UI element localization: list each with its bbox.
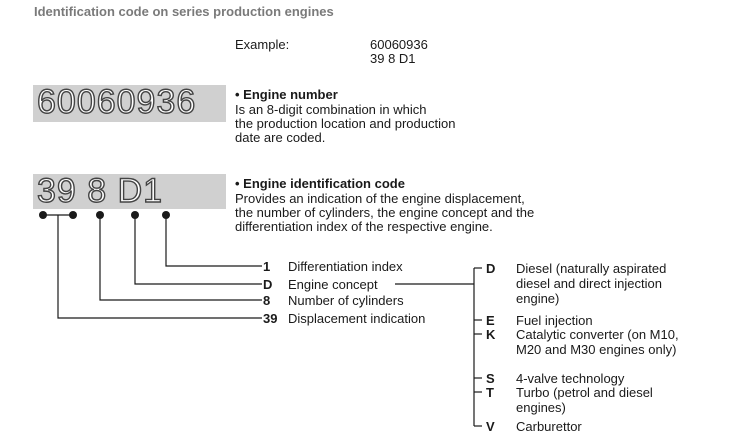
dot-8: [96, 211, 104, 219]
concept-T-line1: Turbo (petrol and diesel: [516, 385, 653, 400]
engine-number-display: 60060936: [33, 85, 226, 122]
concept-E-line1: Fuel injection: [516, 313, 593, 328]
engine-id-code-display: 39 8 D1: [33, 174, 226, 209]
legend-code-39: 39: [263, 311, 278, 326]
legend-label-D: Engine concept: [288, 277, 380, 292]
concept-code-S: S: [486, 371, 495, 386]
engine-id-code-desc-3: differentiation index of the respective …: [235, 219, 493, 234]
concept-code-K: K: [486, 327, 496, 342]
legend-label-39: Displacement indication: [288, 311, 426, 326]
legend-label-1: Differentiation index: [288, 259, 403, 274]
legend-label-8: Number of cylinders: [288, 293, 404, 308]
concept-code-E: E: [486, 313, 495, 328]
dot-D: [131, 211, 139, 219]
concept-T-line2: engines): [516, 400, 566, 415]
legend-code-1: 1: [263, 259, 271, 274]
concept-K-line1: Catalytic converter (on M10,: [516, 327, 679, 342]
example-value-line1: 60060936: [370, 37, 428, 52]
leader-line-1: [165, 215, 262, 267]
engine-number-desc-1: Is an 8-digit combination in which: [235, 102, 427, 117]
concept-V-line1: Carburettor: [516, 419, 582, 434]
engine-id-code-desc-2: the number of cylinders, the engine conc…: [235, 205, 535, 220]
engine-number-title: • Engine number: [235, 87, 338, 102]
dot-39-b: [69, 211, 77, 219]
concept-D-line2: diesel and direct injection: [516, 276, 662, 291]
concept-code-T: T: [486, 385, 494, 400]
concept-K-line2: M20 and M30 engines only): [516, 342, 677, 357]
leader-line-39: [57, 215, 262, 319]
engine-id-code-title: • Engine identification code: [235, 176, 405, 191]
concept-code-D: D: [486, 261, 496, 276]
concept-D-line1: Diesel (naturally aspirated: [516, 261, 667, 276]
engine-number-desc-3: date are coded.: [235, 130, 326, 145]
dot-39-a: [39, 211, 47, 219]
leader-line-8: [99, 215, 262, 301]
leader-line-D: [134, 215, 262, 285]
engine-number-desc-2: the production location and production: [235, 116, 456, 131]
concept-S-line1: 4-valve technology: [516, 371, 625, 386]
concept-code-V: V: [486, 419, 495, 434]
legend-code-D: D: [263, 277, 273, 292]
example-label: Example:: [235, 37, 290, 52]
example-value-line2: 39 8 D1: [370, 51, 416, 66]
dot-1: [162, 211, 170, 219]
concept-D-line3: engine): [516, 291, 560, 306]
legend-code-8: 8: [263, 293, 271, 308]
page-heading: Identification code on series production…: [34, 4, 334, 19]
engine-id-code-desc-1: Provides an indication of the engine dis…: [235, 191, 525, 206]
